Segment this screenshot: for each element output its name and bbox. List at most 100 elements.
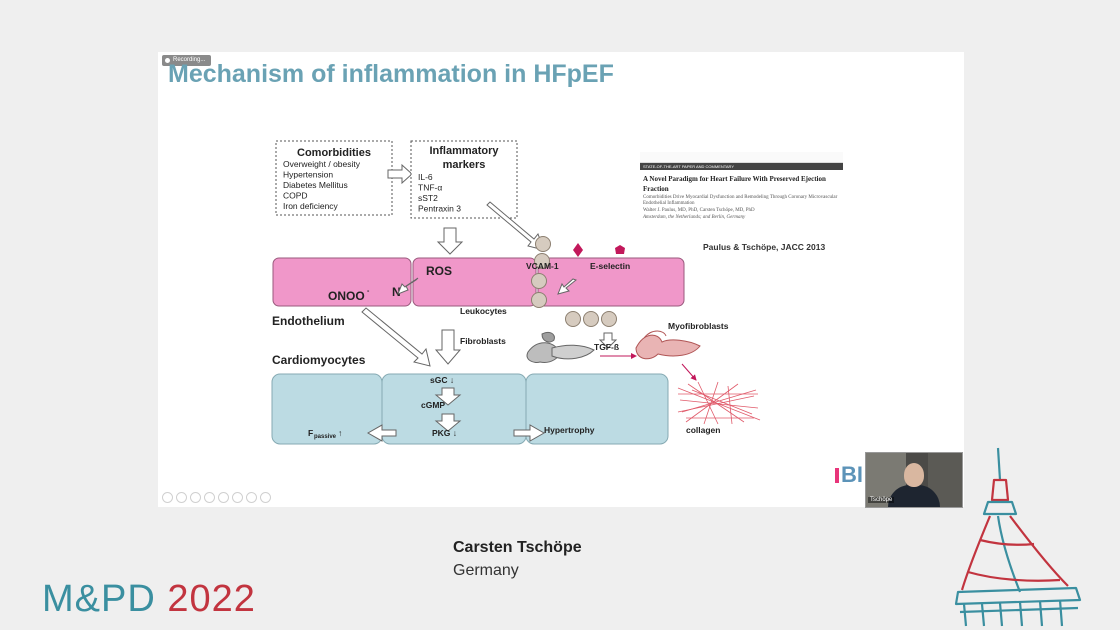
speaker-body (888, 485, 940, 507)
comorbidity-item: Hypertension (283, 170, 333, 180)
logo-text: BI (841, 462, 863, 487)
fibroblast-cell (526, 342, 560, 363)
fpassive-up-arrow: ↑ (338, 428, 342, 438)
leukocyte (534, 253, 550, 269)
leukocyte (565, 311, 581, 327)
mole-antonelliana-icon (954, 447, 1082, 627)
endothelium-label: Endothelium (272, 314, 345, 328)
conference-year: 2022 (167, 578, 256, 620)
subtitle-icon[interactable] (246, 492, 257, 503)
arrow-down-small (598, 332, 618, 349)
citation: Paulus & Tschöpe, JACC 2013 (703, 242, 826, 252)
arrow-down (436, 227, 464, 255)
marker-item: TNF-α (418, 183, 442, 193)
comorbidities-title: Comorbidities (297, 147, 371, 159)
myofibroblast-cell (635, 334, 701, 360)
fibroblast-cell (541, 331, 555, 343)
fibroblasts-label: Fibroblasts (460, 336, 506, 346)
zoom-icon[interactable] (218, 492, 229, 503)
pen-icon[interactable] (190, 492, 201, 503)
arrow-diagonal-down (361, 307, 431, 367)
conference-name: M&PD (42, 578, 156, 620)
previous-slide-icon[interactable] (162, 492, 173, 503)
pointer-icon[interactable] (204, 492, 215, 503)
inflammation-diagram: Comorbidities Overweight / obesity Hyper… (271, 140, 761, 445)
leukocyte (531, 273, 547, 289)
next-slide-icon[interactable] (176, 492, 187, 503)
vcam-diamond-icon (573, 243, 583, 257)
arrow-right (387, 163, 413, 185)
eselectin-label: E-selectin (590, 261, 630, 271)
arrow-right (513, 424, 546, 442)
paper-subtitle: Comorbidities Drive Myocardial Dysfuncti… (643, 195, 838, 206)
speaker-webcam: Tschöpe (865, 452, 963, 508)
no-label: N (392, 285, 401, 299)
slide-toolbar (162, 492, 271, 503)
arrow-diagonal (486, 201, 545, 251)
leukocyte (535, 236, 551, 252)
hypertrophy-label: Hypertrophy (544, 425, 595, 435)
markers-box (410, 140, 518, 219)
leukocytes-label: Leukocytes (460, 306, 507, 316)
paper-header (640, 152, 843, 163)
leukocyte (601, 311, 617, 327)
more-icon[interactable] (260, 492, 271, 503)
record-icon (165, 58, 170, 63)
collagen-label: collagen (686, 425, 720, 435)
comorbidity-item: Diabetes Mellitus (283, 180, 348, 190)
speaker-name: Carsten Tschöpe (453, 539, 582, 556)
leukocyte (583, 311, 599, 327)
ros-label: ROS (426, 264, 452, 278)
onoo-superscript: - (367, 288, 370, 295)
markers-title-line2: markers (443, 159, 486, 171)
arrow-left (366, 424, 397, 442)
recording-label: Recording... (173, 57, 206, 63)
comorbidities-box (275, 140, 393, 216)
paper-band: STATE-OF-THE-ART PAPER AND COMMENTARY (640, 163, 843, 170)
conference-logo: M&PD 2022 (42, 578, 256, 621)
cardiomyocyte-cell (525, 373, 669, 445)
sgc-label: sGC ↓ (430, 375, 454, 385)
arrow-inward (557, 278, 578, 295)
onoo-label: ONOO (328, 289, 365, 303)
cardiomyocytes-label: Cardiomyocytes (272, 353, 366, 367)
fpassive-subscript: passive (314, 434, 337, 440)
grid-icon[interactable] (232, 492, 243, 503)
presentation-slide: Recording... Mechanism of inflammation i… (158, 52, 964, 507)
comorbidity-item: COPD (283, 191, 308, 201)
myofibroblast-process (643, 330, 667, 339)
arrow-down (434, 329, 462, 365)
paper-authors: Walter J. Paulus, MD, PhD, Carsten Tschö… (643, 208, 755, 213)
paper-location: Amsterdam, the Netherlands; and Berlin, … (643, 215, 746, 220)
marker-item: Pentraxin 3 (418, 204, 461, 214)
recording-indicator: Recording... (162, 55, 212, 66)
paper-title: A Novel Paradigm for Heart Failure With … (643, 175, 826, 193)
myofibroblasts-label: Myofibroblasts (668, 321, 729, 331)
speaker-head (904, 463, 924, 487)
fpassive-label: F (308, 428, 313, 438)
marker-item: sST2 (418, 193, 438, 203)
logo-bar (835, 468, 839, 483)
markers-title-line1: Inflammatory (429, 145, 499, 157)
slide-title: Mechanism of inflammation in HFpEF (168, 60, 614, 88)
pkg-label: PKG ↓ (432, 428, 457, 438)
collagen-arrow (681, 363, 697, 381)
arrow-left-down (397, 277, 419, 295)
endothelial-cell (272, 257, 412, 307)
marker-item: IL-6 (418, 172, 433, 182)
fibroblast-cell (551, 344, 595, 360)
eselectin-pentagon-icon (615, 245, 625, 254)
comorbidity-item: Overweight / obesity (283, 159, 361, 169)
tgf-label: TGF-ß (594, 342, 619, 352)
cgmp-label: cGMP (421, 400, 445, 410)
arrow-down-small (434, 387, 462, 406)
arrow-down-small (434, 413, 462, 432)
speaker-country: Germany (453, 562, 519, 579)
webcam-name-label: Tschöpe (868, 497, 895, 503)
vcam-label: VCAM-1 (526, 261, 559, 271)
comorbidity-item: Iron deficiency (283, 201, 339, 211)
paper-thumbnail: STATE-OF-THE-ART PAPER AND COMMENTARY A … (640, 152, 843, 232)
institution-logo: BI (835, 462, 863, 488)
collagen-mesh (677, 381, 761, 425)
leukocyte (531, 292, 547, 308)
